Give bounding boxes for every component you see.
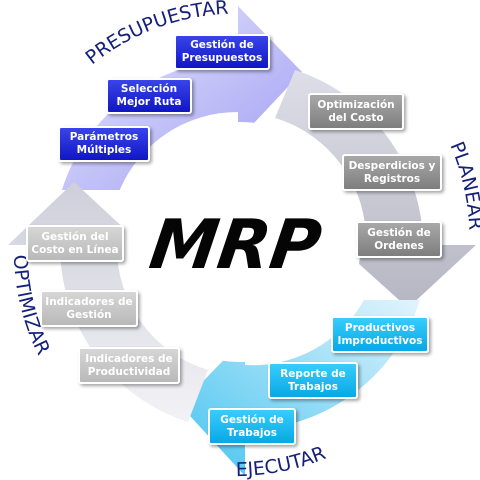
phase-label-planear: PLANEAR xyxy=(445,139,480,231)
center-mrp-label: MRP xyxy=(145,206,326,285)
box-desperdicios-registros[interactable]: Desperdicios y Registros xyxy=(342,154,442,191)
box-optimizacion-costo[interactable]: Optimización del Costo xyxy=(308,93,404,130)
box-seleccion-mejor-ruta[interactable]: Selección Mejor Ruta xyxy=(106,78,192,114)
box-reporte-trabajos[interactable]: Reporte de Trabajos xyxy=(268,362,358,399)
box-indicadores-gestion[interactable]: Indicadores de Gestión xyxy=(40,290,138,327)
phase-label-ejecutar: EJECUTAR xyxy=(236,442,329,480)
box-indicadores-productividad[interactable]: Indicadores de Productividad xyxy=(78,347,180,384)
box-productivos-improductivos[interactable]: Productivos Improductivos xyxy=(331,316,429,353)
box-gestion-costo-linea[interactable]: Gestión del Costo en Línea xyxy=(26,225,124,262)
box-parametros-multiples[interactable]: Parámetros Múltiples xyxy=(58,126,150,162)
center-circle xyxy=(121,122,361,362)
box-gestion-trabajos[interactable]: Gestión de Trabajos xyxy=(208,408,296,445)
box-gestion-ordenes[interactable]: Gestión de Ordenes xyxy=(356,221,442,258)
box-gestion-presupuestos[interactable]: Gestión de Presupuestos xyxy=(174,34,270,70)
